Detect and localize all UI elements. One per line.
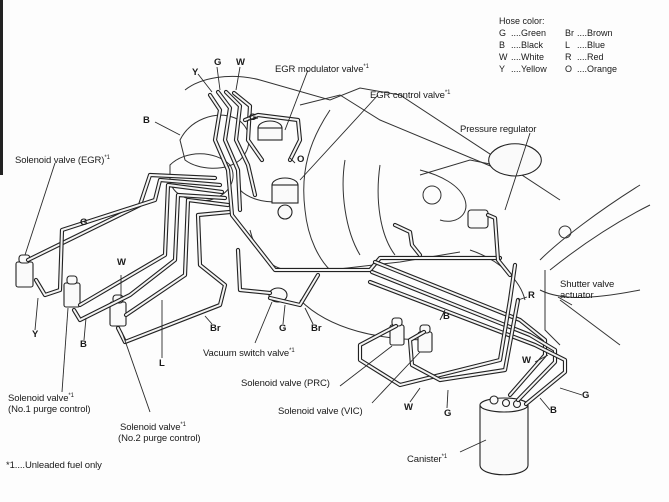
label-pressure-regulator: Pressure regulator — [460, 124, 537, 135]
hose-code-g-modulator: G — [249, 112, 257, 123]
label-solenoid-valve-prc: Solenoid valve (PRC) — [241, 378, 330, 389]
label-egr-control-valve: EGR control valve*1 — [370, 90, 451, 102]
hose-code-o-modulator: O — [297, 154, 305, 165]
hose-code-y-top: Y — [192, 67, 199, 78]
footnote-unleaded-fuel: *1....Unleaded fuel only — [6, 460, 102, 471]
hose-code-b-purge1: B — [80, 339, 87, 350]
legend-entry-orange: O....Orange — [565, 64, 618, 74]
legend-entry-green: G....Green — [499, 28, 547, 38]
hose-code-b-right: B — [550, 405, 557, 416]
label-solenoid-valve-egr: Solenoid valve (EGR)*1 — [15, 155, 110, 167]
hose-code-w-bottom: W — [404, 402, 413, 413]
label-egr-modulator-valve: EGR modulator valve*1 — [275, 64, 369, 76]
hose-color-legend: Hose color: G....Green Br....Brown B....… — [499, 15, 617, 75]
hose-code-w-purge2: W — [117, 257, 126, 268]
legend-entry-red: R....Red — [565, 52, 604, 62]
hose-code-r-shutter: R — [528, 290, 535, 301]
hose-code-w-right: W — [522, 355, 531, 366]
hose-code-g-right: G — [582, 390, 590, 401]
egr-control-valve-shape — [271, 177, 299, 220]
legend-title: Hose color: — [499, 16, 545, 26]
hose-code-br-left: Br — [210, 323, 221, 334]
hose-code-w-top: W — [236, 57, 245, 68]
legend-entry-blue: L....Blue — [565, 40, 606, 50]
legend-entry-yellow: Y....Yellow — [499, 64, 547, 74]
solenoid-valve-prc-shape — [389, 317, 405, 346]
legend-entry-brown: Br....Brown — [565, 28, 613, 38]
egr-modulator-valve-shape — [257, 120, 283, 141]
solenoid-valve-vic-shape — [417, 324, 433, 353]
hose-bundle — [25, 89, 568, 407]
legend-entry-white: W....White — [499, 52, 545, 62]
hose-code-br-vsv: Br — [311, 323, 322, 334]
label-solenoid-valve-no1: Solenoid valve*1(No.1 purge control) — [8, 393, 91, 416]
hose-code-y-left: Y — [32, 329, 39, 340]
label-solenoid-valve-no2: Solenoid valve*1(No.2 purge control) — [118, 422, 201, 445]
leader-lines — [24, 66, 583, 453]
hose-code-g-top: G — [214, 57, 222, 68]
hose-code-g-vsv: G — [279, 323, 287, 334]
hose-code-b-prc: B — [443, 311, 450, 322]
label-vacuum-switch-valve: Vacuum switch valve*1 — [203, 348, 295, 360]
label-solenoid-valve-vic: Solenoid valve (VIC) — [278, 406, 363, 417]
hose-code-g-bottom: G — [444, 408, 452, 419]
hose-code-l-purge: L — [159, 358, 165, 369]
pressure-regulator-shape — [467, 143, 542, 229]
canister-shape — [479, 395, 529, 476]
hose-code-b-left: B — [143, 115, 150, 126]
intake-manifold-outline — [169, 75, 651, 346]
legend-entry-black: B....Black — [499, 40, 544, 50]
hose-code-g-left: G — [80, 217, 88, 228]
solenoid-valve-no1-shape — [63, 275, 81, 308]
label-canister: Canister*1 — [407, 454, 448, 466]
